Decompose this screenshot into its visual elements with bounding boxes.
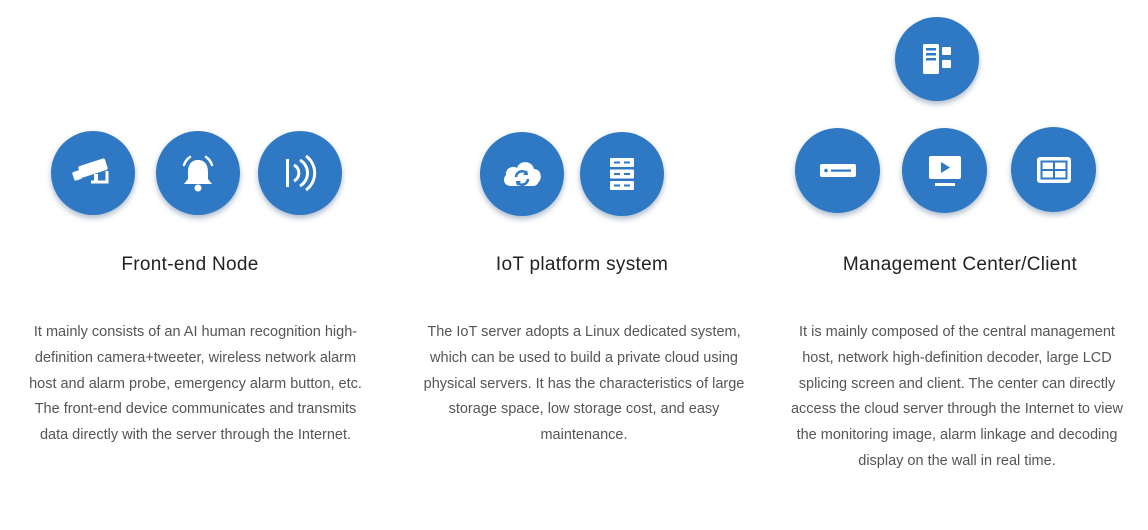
front-end-node-description: It mainly consists of an AI human recogn… xyxy=(29,324,362,444)
display-screen-icon xyxy=(902,128,987,213)
decoder-icon xyxy=(795,128,880,213)
front-end-node-title: Front-end Node xyxy=(121,254,259,275)
iot-platform-description: The IoT server adopts a Linux dedicated … xyxy=(423,324,745,444)
host-server-icon xyxy=(895,17,979,101)
alarm-bell-icon xyxy=(156,131,240,215)
server-rack-icon xyxy=(580,132,664,216)
management-center-description: It is mainly composed of the central man… xyxy=(790,324,1124,469)
iot-platform-title: IoT platform system xyxy=(495,254,669,275)
camera-icon xyxy=(51,131,135,215)
splicing-screen-icon xyxy=(1011,127,1096,212)
cloud-sync-icon xyxy=(480,132,564,216)
wireless-signal-icon xyxy=(258,131,342,215)
management-center-title: Management Center/Client xyxy=(842,254,1078,275)
